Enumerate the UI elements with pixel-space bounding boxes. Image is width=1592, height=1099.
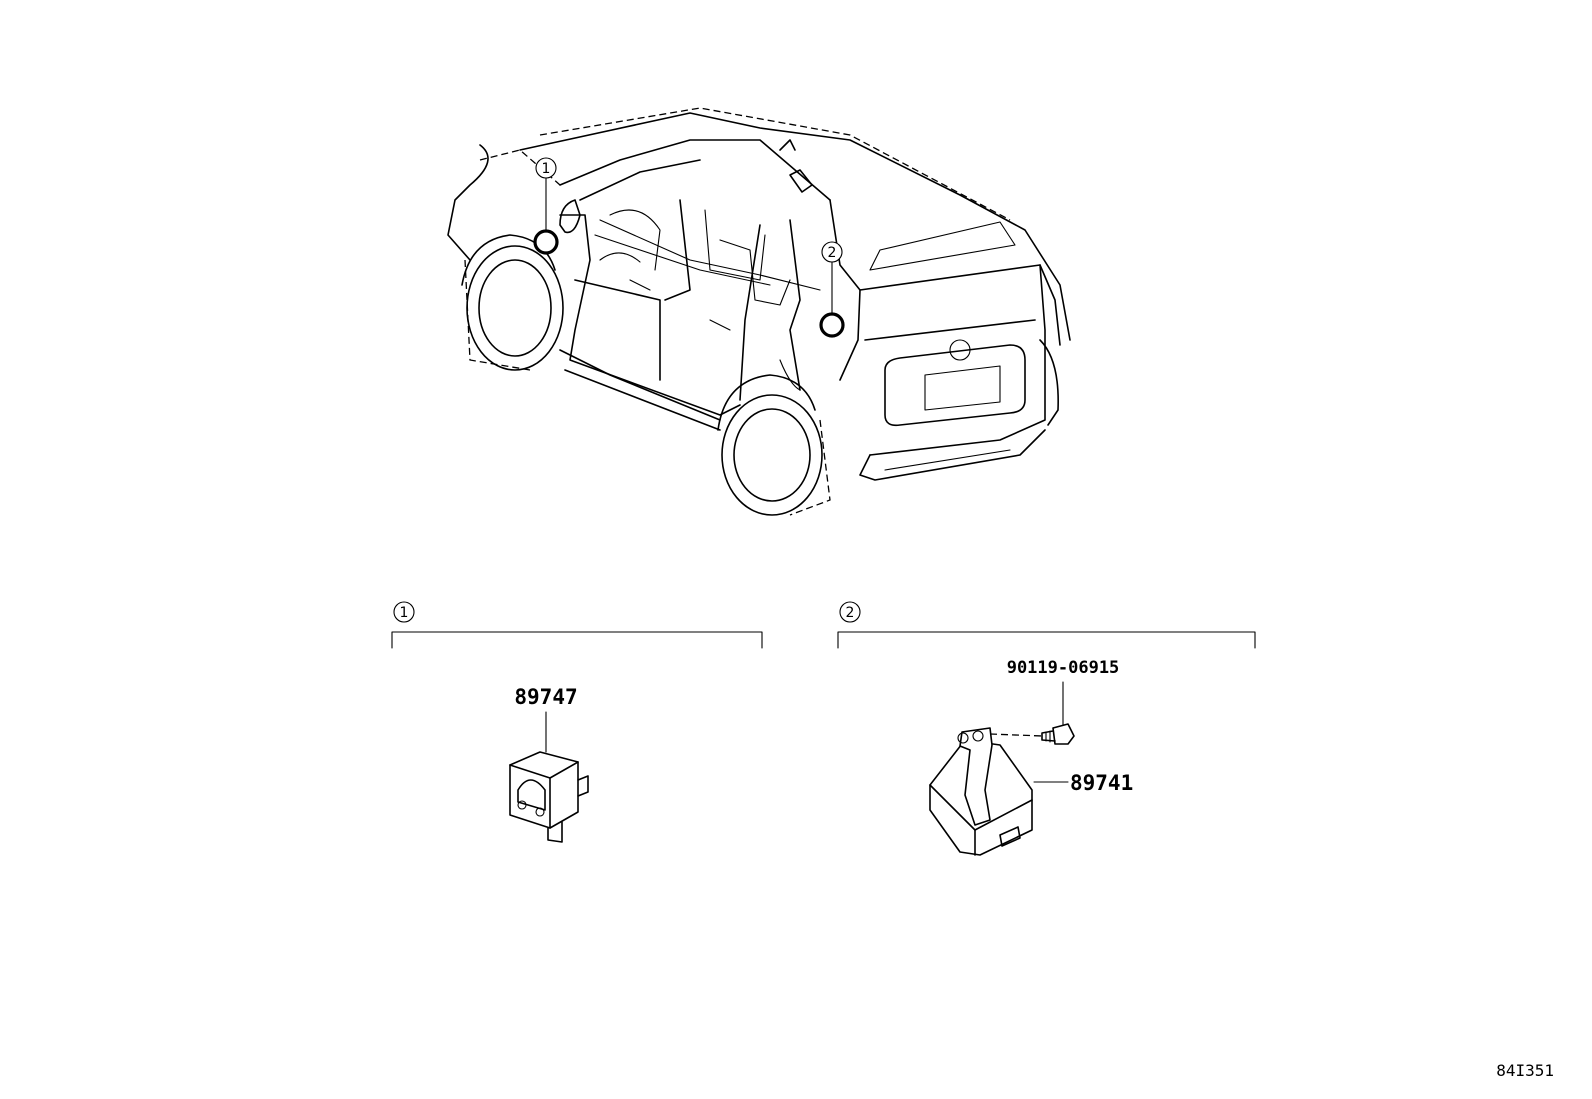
group-1: 1 89747 [391,601,763,843]
vehicle-illustration: 1 2 [447,107,1071,516]
vehicle-callout-1-number: 1 [542,161,551,177]
group-2-marker-number: 2 [846,605,855,621]
airbag-sensor-module-drawing [929,727,1033,856]
vehicle-callout-2: 2 [819,241,845,338]
vehicle-callout-2-number: 2 [828,245,837,261]
bolt-drawing [1041,723,1075,745]
group-1-bracket [391,631,763,649]
group-1-marker-number: 1 [400,605,409,621]
airbag-sensor-drawing [509,751,589,843]
vehicle-callout-1: 1 [533,157,559,255]
module-location-marker [819,312,845,338]
part-label-90119-06915: 90119-06915 [1007,658,1120,678]
front-wheel [461,234,564,371]
part-label-89741: 89741 [1070,771,1133,795]
group-2-bracket [837,631,1256,649]
group-2-marker [839,601,861,623]
group-2: 2 90119-06915 89741 [837,601,1256,856]
group-1-marker [393,601,415,623]
rear-wheel [717,374,823,516]
illustration-reference-code: 84I351 [1496,1061,1554,1080]
sensor-location-marker [533,229,559,255]
part-label-89747: 89747 [514,685,577,709]
